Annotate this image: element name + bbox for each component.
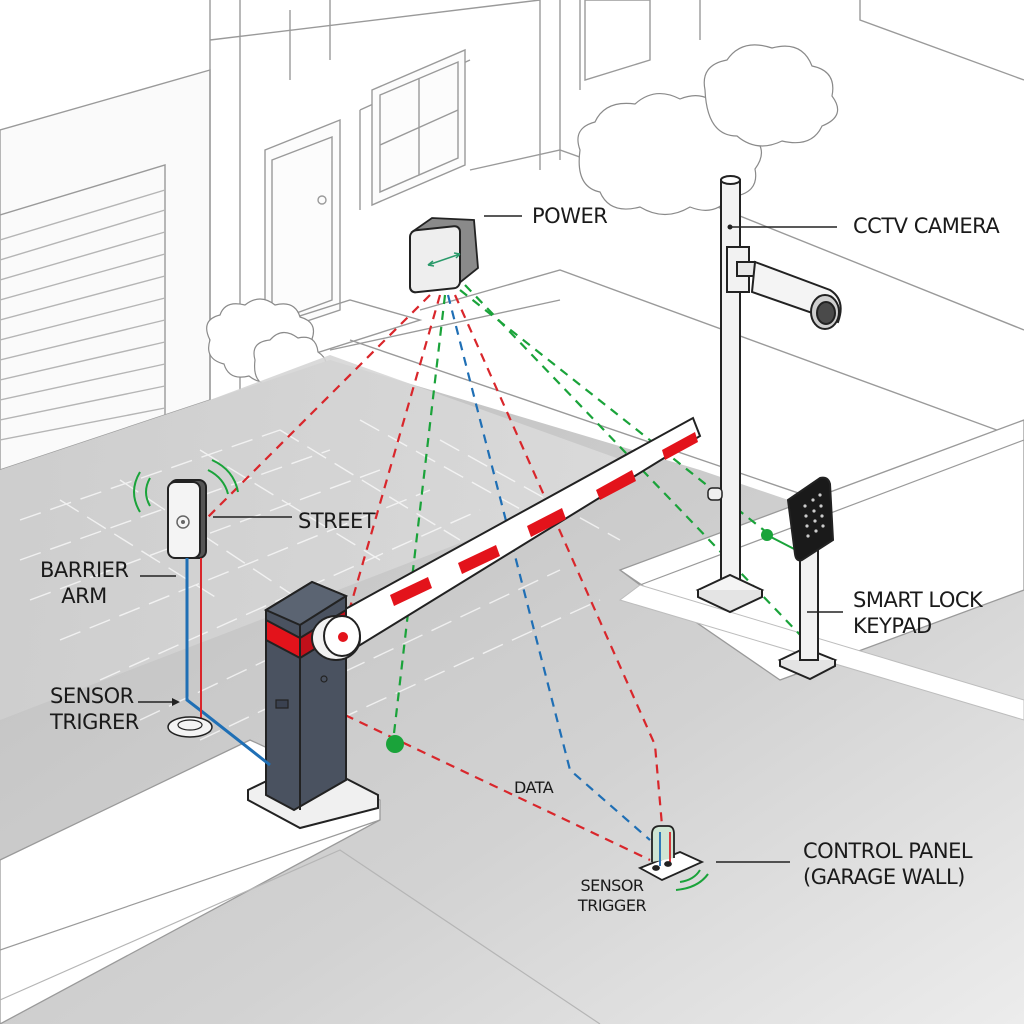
sensor-trigrer-label-line2: TRIGRER — [50, 710, 139, 734]
sensor-trigger-label-line1: SENSOR — [580, 876, 644, 895]
signal-line-camera — [459, 289, 771, 536]
wireless-reader-icon — [133, 459, 271, 767]
smart-lock-keypad-label-line1: SMART LOCK — [853, 588, 983, 612]
street-pavement — [0, 355, 1024, 1024]
data-label: DATA — [514, 778, 554, 797]
barrier-arm-icon — [338, 416, 702, 652]
barrier-arm-label: BARRIER ARM — [40, 557, 129, 609]
control-panel-label-line2: (GARAGE WALL) — [803, 865, 965, 889]
cctv-camera-icon — [695, 175, 842, 614]
power-line-street — [204, 294, 431, 521]
power-line-sensor — [453, 294, 667, 861]
power-line-barrier — [341, 294, 442, 633]
signal-node — [386, 735, 404, 753]
keypad-icon — [777, 476, 838, 681]
house-background — [0, 0, 1024, 571]
barrier-arm-label-line2: ARM — [61, 584, 107, 608]
street-label: STREET — [298, 509, 376, 533]
shrubs — [206, 44, 839, 393]
sensor-trigger-label-line2: TRIGGER — [577, 896, 647, 915]
control-panel-label-line1: CONTROL PANEL — [803, 839, 973, 863]
data-line — [446, 294, 651, 841]
barrier-arm-label-line1: BARRIER — [40, 558, 129, 582]
sensor-trigrer-label: SENSOR TRIGRER — [50, 683, 139, 735]
ground-sensor-icon — [637, 825, 709, 891]
smart-lock-keypad-label: SMART LOCK KEYPAD — [853, 587, 983, 639]
sensor-trigrer-label-line1: SENSOR — [50, 684, 134, 708]
signal-line-ground — [391, 294, 447, 743]
cctv-camera-label: CCTV CAMERA — [853, 214, 1000, 238]
power-label: POWER — [532, 204, 608, 228]
sensor-trigger-label: SENSOR TRIGGER — [576, 876, 648, 916]
sensor-trigrer-arrow — [138, 698, 180, 706]
barrier-gate-icon — [247, 580, 379, 830]
smart-lock-keypad-label-line2: KEYPAD — [853, 614, 932, 638]
power-box-icon — [409, 217, 479, 294]
control-panel-label: CONTROL PANEL (GARAGE WALL) — [803, 838, 973, 890]
pole-bracket — [707, 487, 723, 501]
